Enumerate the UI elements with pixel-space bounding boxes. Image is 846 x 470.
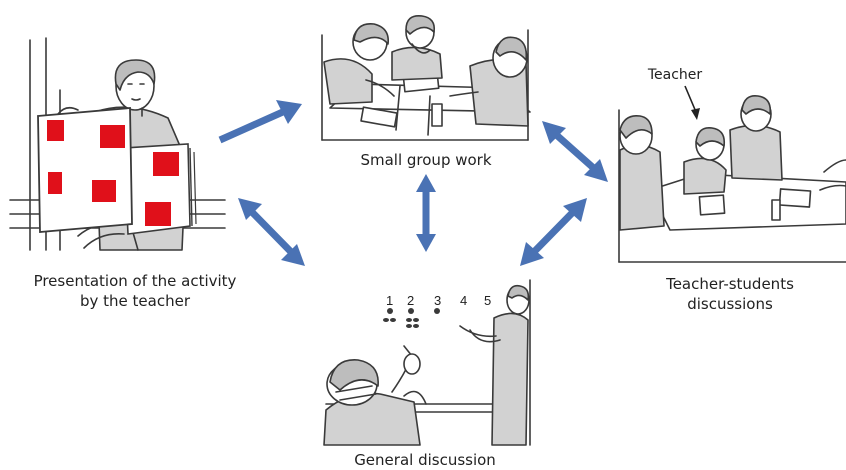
teacher-label: Teacher [640,65,710,85]
general-discussion-caption-text: General discussion [354,451,496,469]
board-number: 1 [386,293,393,308]
board-number: 2 [407,293,414,308]
presentation-caption: Presentation of the activity by the teac… [10,271,260,311]
flow-arrows [218,100,608,266]
small-group-caption: Small group work [326,150,526,170]
presentation-caption-line2: by the teacher [79,292,190,310]
board-dots [383,308,440,328]
arrow-presentation-general [238,198,305,266]
presentation-caption-line1: Presentation of the activity [33,272,237,290]
board-number: 3 [434,293,441,308]
board-numbers: 1 2 3 4 5 [386,293,491,308]
teacher-students-caption-line1: Teacher-students [666,275,794,293]
red-square [92,180,116,202]
red-square [100,125,125,148]
general-discussion-illustration [323,279,531,446]
teacher-students-caption: Teacher-students discussions [640,274,820,314]
board-number: 5 [484,293,491,308]
arrow-small-group-teacher-students [542,121,608,182]
presentation-cards [37,107,197,235]
small-group-caption-text: Small group work [360,151,492,169]
red-square [153,152,179,176]
red-square [48,172,62,194]
general-discussion-caption: General discussion [320,450,530,470]
teacher-pointer-arrow [684,85,700,120]
teacher-students-caption-line2: discussions [687,295,773,313]
teacher-label-text: Teacher [647,67,703,83]
red-square [47,120,64,141]
arrow-small-group-general [416,174,436,252]
arrow-general-teacher-students [520,198,587,266]
board-number: 4 [460,293,467,308]
small-group-illustration [321,14,531,141]
teacher-students-illustration [618,94,846,263]
arrow-presentation-to-small-group [218,100,302,144]
red-square [145,202,171,226]
